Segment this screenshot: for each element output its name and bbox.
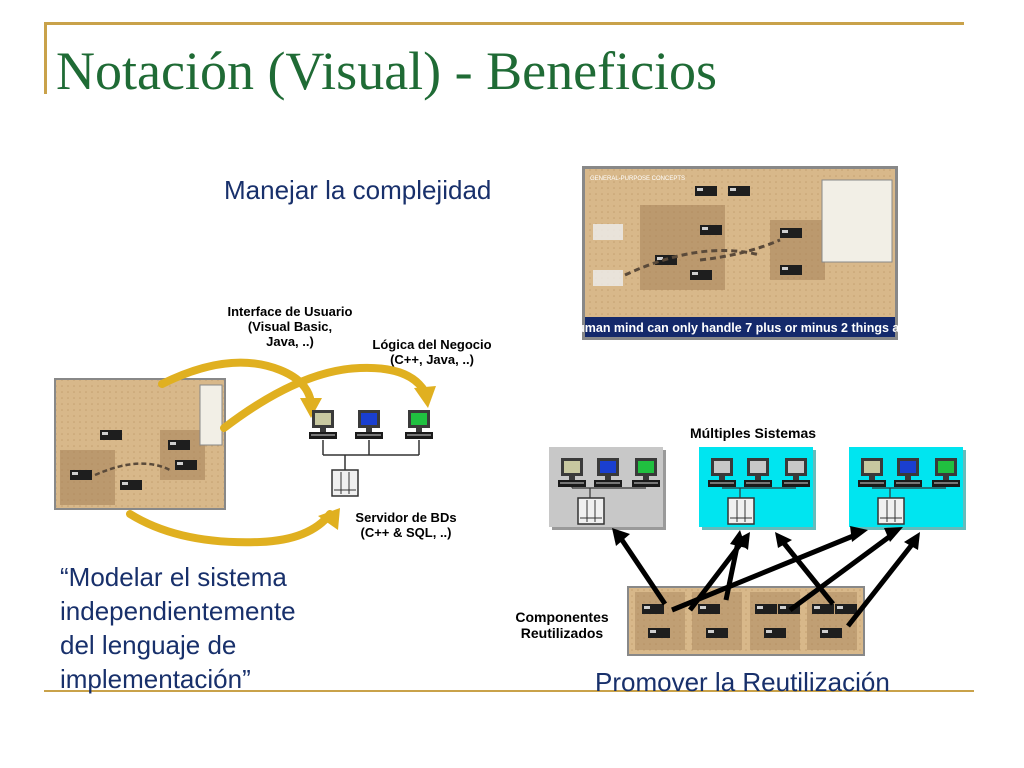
top-accent-line (44, 22, 964, 25)
slide-title: Notación (Visual) - Beneficios (56, 41, 718, 101)
reuse-arrows (619, 531, 916, 628)
complexity-image: The human mind can only handle 7 plus or… (544, 166, 936, 340)
complexity-banner: The human mind can only handle 7 plus or… (544, 321, 936, 335)
reuse-heading: Promover la Reutilización (595, 667, 890, 697)
components-label: Componentes Reutilizados (515, 609, 609, 641)
bottom-accent-line (44, 690, 974, 692)
components-panel (627, 586, 865, 656)
logic-label: Lógica del Negocio (C++, Java, ..) (372, 337, 492, 367)
ui-label: Interface de Usuario (Visual Basic, Java… (227, 304, 353, 349)
system-panel-gray (549, 447, 666, 530)
computer-icon (309, 410, 337, 439)
computer-icon (405, 410, 433, 439)
computer-icon (355, 410, 383, 439)
complexity-heading: Manejar la complejidad (224, 175, 492, 205)
arrow-icon (300, 386, 436, 530)
systems-label: Múltiples Sistemas (689, 425, 817, 441)
complexity-image-header: GENERAL-PURPOSE CONCEPTS (590, 176, 685, 182)
db-label: Servidor de BDs (C++ & SQL, ..) (355, 510, 457, 540)
arrow-icon (612, 526, 920, 550)
model-image (54, 378, 226, 510)
server-icon (331, 469, 359, 497)
gold-arrows (126, 358, 429, 547)
system-panel-cyan-1 (699, 447, 816, 530)
system-panel-cyan-2 (849, 447, 966, 530)
left-accent-line (44, 22, 47, 94)
model-quote: “Modelar el sistema independientemente d… (60, 562, 296, 694)
network-diagram (309, 410, 433, 497)
